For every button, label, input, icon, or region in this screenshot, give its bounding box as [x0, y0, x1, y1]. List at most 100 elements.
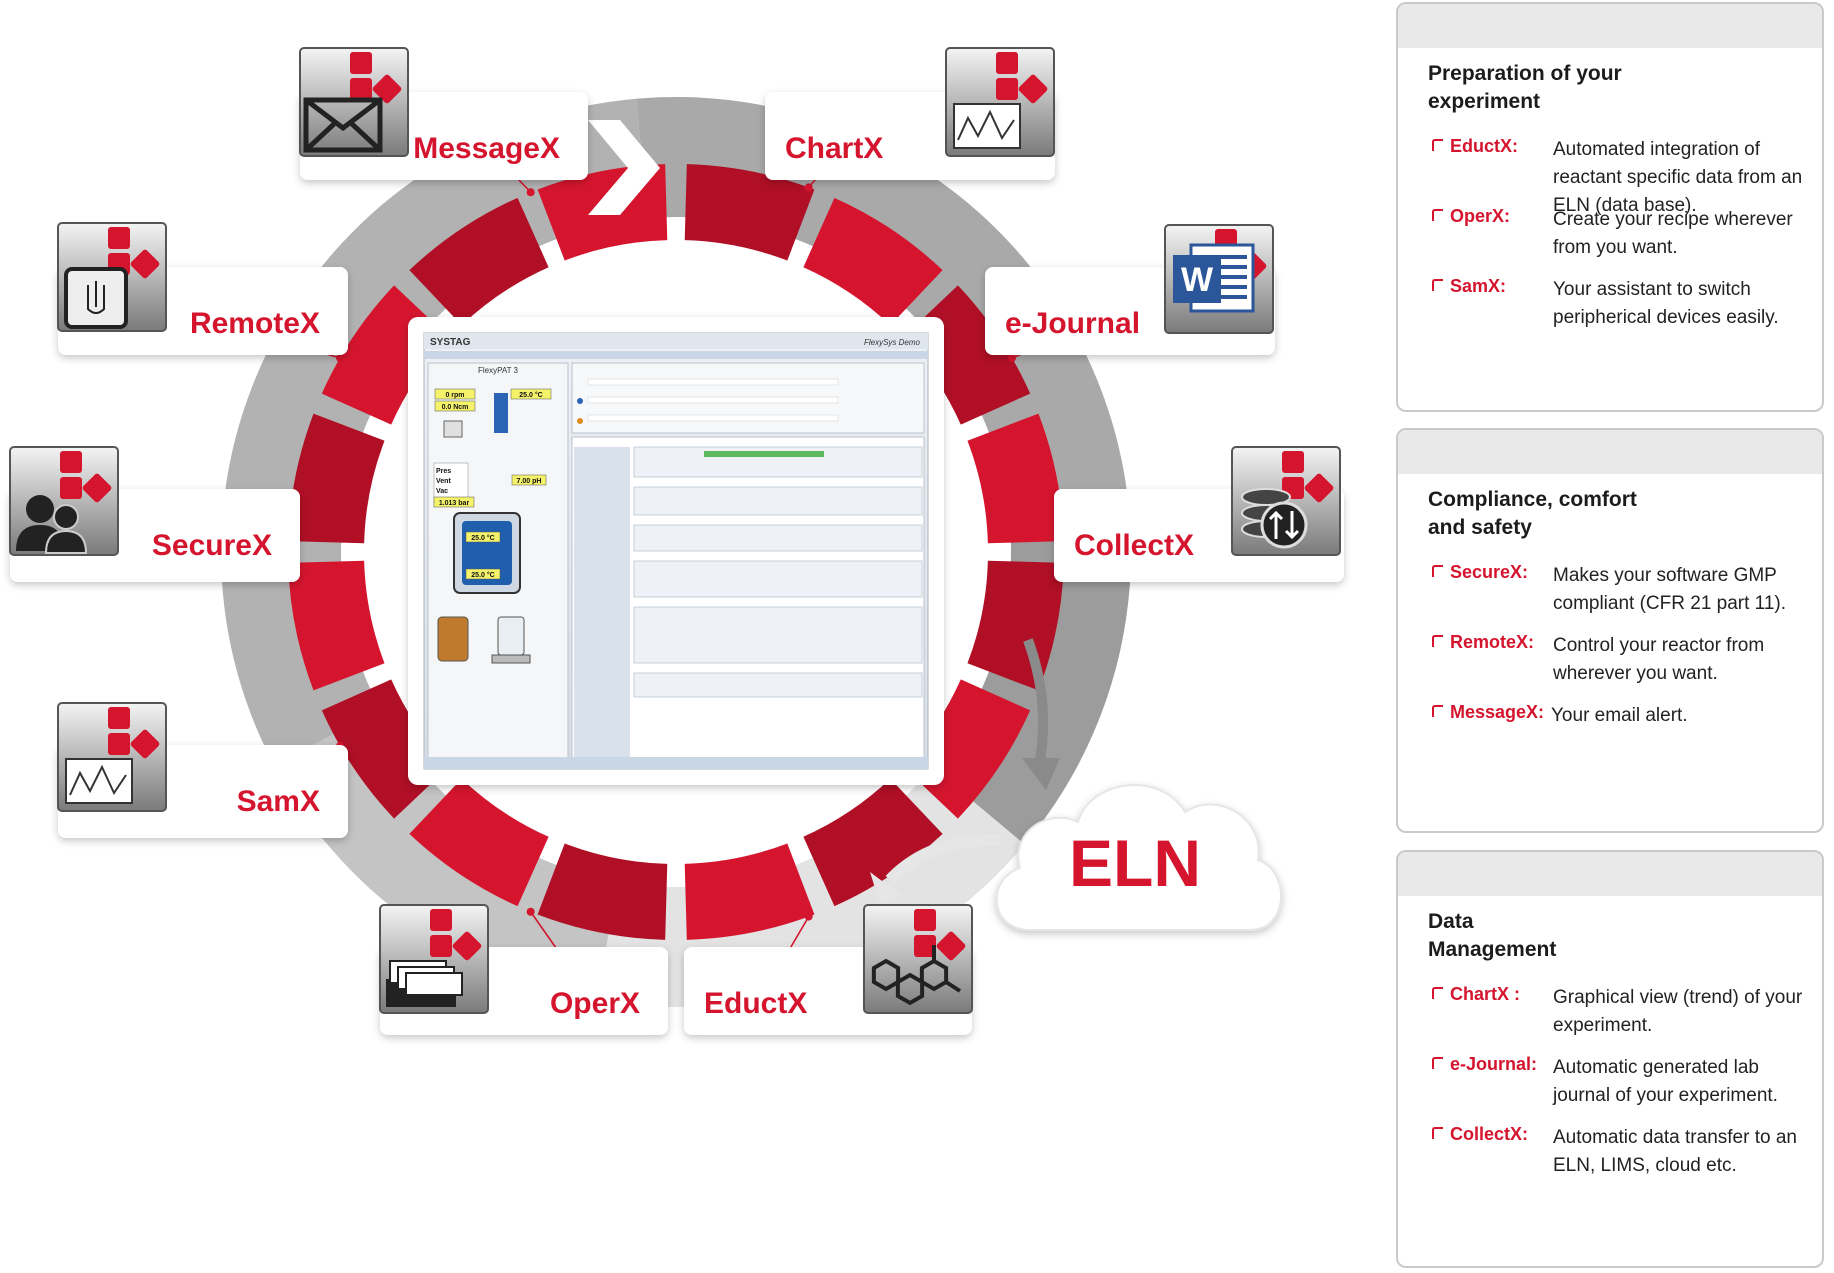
module-label-samx: SamX	[237, 785, 320, 818]
module-card-eductx[interactable]: EductX	[684, 904, 973, 1035]
red-ring-segment	[409, 197, 549, 326]
module-label-operx: OperX	[550, 987, 640, 1020]
ring-arrow-notch	[588, 120, 660, 215]
module-label-collectx: CollectX	[1074, 529, 1194, 562]
module-mark-icon	[1432, 1127, 1443, 1139]
panel-title: Data Management	[1428, 910, 1557, 961]
panel-item-messagex: MessageX: Your email alert.	[1398, 702, 1822, 772]
panel-item-samx: SamX: Your assistant to switch peripheri…	[1398, 276, 1822, 346]
red-square-mark	[430, 935, 452, 957]
panel-item-name: ChartX :	[1450, 984, 1521, 1004]
screen-temp-jacket: 25.0 °C	[471, 534, 494, 542]
panel-header	[1398, 4, 1822, 48]
panel-item-desc: Your email alert.	[1551, 705, 1688, 726]
recipe-cards-icon	[386, 960, 463, 1007]
red-square-mark	[60, 451, 82, 473]
panel-item-securex: SecureX: Makes your software GMP complia…	[1398, 562, 1822, 632]
panel-item-name: MessageX:	[1450, 702, 1545, 722]
red-diamond-mark	[1304, 473, 1334, 503]
panel-item-name: SecureX:	[1450, 562, 1529, 582]
envelope-icon	[303, 97, 383, 153]
red-ring-segment	[409, 778, 549, 907]
red-ring-segment	[967, 413, 1064, 544]
red-square-mark	[350, 52, 372, 74]
module-card-collectx[interactable]: CollectX	[1054, 446, 1344, 582]
screen-title: FlexyPAT 3	[478, 366, 519, 375]
database-transfer-icon	[1241, 488, 1308, 549]
eln-arrow-head	[1022, 758, 1060, 790]
panel-item-name: OperX:	[1450, 206, 1511, 226]
module-mark-icon	[1432, 209, 1443, 221]
screen-press-label: Pres	[436, 468, 451, 475]
red-square-mark	[1282, 451, 1304, 473]
module-label-ejournal: e-Journal	[1005, 307, 1140, 340]
connector-dot	[526, 907, 535, 916]
red-ring-segment	[537, 843, 668, 940]
panel-header	[1398, 852, 1822, 896]
chart-icon	[953, 103, 1021, 149]
panel-item-name: CollectX:	[1450, 1124, 1529, 1144]
eln-return-arrow-head	[870, 872, 902, 904]
panel-item-desc: Graphical view (trend) of your experimen…	[1553, 987, 1803, 1036]
panel-item-desc: Makes your software GMP compliant (CFR 2…	[1553, 565, 1787, 614]
svg-text:W: W	[1181, 261, 1214, 299]
tablet-reactor-icon	[64, 267, 128, 329]
eln-cloud	[995, 784, 1282, 931]
panel-title: Preparation of your experiment	[1428, 62, 1622, 113]
screen-torque: 0.0 Ncm	[442, 404, 469, 411]
panel-item-name: e-Journal:	[1450, 1054, 1538, 1074]
module-card-messagex[interactable]: MessageX	[299, 47, 588, 180]
module-mark-icon	[1432, 635, 1443, 647]
connector-dot	[804, 183, 813, 192]
red-diamond-mark	[130, 249, 160, 279]
module-label-remotex: RemoteX	[190, 307, 320, 340]
red-ring-segment	[803, 197, 943, 326]
module-card-remotex[interactable]: RemoteX	[57, 222, 348, 355]
panel-item-eductx: EductX: Automated integration of reactan…	[1398, 136, 1822, 216]
module-card-operx[interactable]: OperX	[379, 904, 668, 1035]
module-card-samx[interactable]: SamX	[57, 702, 348, 838]
connector-dot	[335, 354, 344, 362]
red-ring-segment	[967, 560, 1064, 691]
connector-dot	[526, 188, 535, 197]
red-square-mark	[430, 909, 452, 931]
connector-dot	[1008, 354, 1017, 362]
panel-item-desc: Automated integration of reactant specif…	[1553, 139, 1803, 216]
panel-item-desc: Your assistant to switch peripherical de…	[1553, 279, 1779, 328]
red-ring-segment	[288, 560, 385, 691]
red-diamond-mark	[130, 729, 160, 759]
red-diamond-mark	[936, 931, 966, 961]
screen-rpm: 0 rpm	[445, 392, 464, 399]
module-label-messagex: MessageX	[413, 132, 560, 165]
eln-arrow	[1023, 638, 1049, 761]
module-mark-icon	[1432, 987, 1443, 999]
panel-preparation: Preparation of your experiment EductX: A…	[1396, 2, 1824, 412]
panel-item-desc: Create your recipe wherever from you wan…	[1553, 209, 1793, 258]
panel-item-name: RemoteX:	[1450, 632, 1535, 652]
red-square-mark	[108, 733, 130, 755]
module-card-securex[interactable]: SecureX	[9, 446, 300, 582]
module-label-securex: SecureX	[152, 529, 272, 562]
screen-brand: FlexySys Demo	[864, 338, 921, 347]
panel-item-remotex: RemoteX: Control your reactor from where…	[1398, 632, 1822, 702]
red-ring-segment	[288, 413, 385, 544]
module-card-ejournal[interactable]: We-Journal	[985, 224, 1275, 355]
panel-header	[1398, 430, 1822, 474]
eln-return-arrow	[885, 833, 1001, 885]
red-square-mark	[60, 477, 82, 499]
panel-item-name: EductX:	[1450, 136, 1519, 156]
red-diamond-mark	[1018, 74, 1048, 104]
red-square-mark	[108, 227, 130, 249]
panel-compliance: Compliance, comfort and safety SecureX: …	[1396, 428, 1824, 833]
panel-item-desc: Automatic data transfer to an ELN, LIMS,…	[1553, 1127, 1797, 1176]
red-ring-segment	[684, 843, 815, 940]
users-icon	[16, 495, 88, 554]
screen-logo: SYSTAG	[430, 337, 471, 348]
module-mark-icon	[1432, 139, 1443, 151]
connector-dot	[804, 912, 813, 921]
module-card-chartx[interactable]: ChartX	[765, 47, 1055, 180]
screen-temp-top: 25.0 °C	[519, 391, 542, 399]
panel-item-collectx: CollectX: Automatic data transfer to an …	[1398, 1124, 1822, 1194]
module-mark-icon	[1432, 565, 1443, 577]
word-document-icon: W	[1173, 243, 1255, 313]
